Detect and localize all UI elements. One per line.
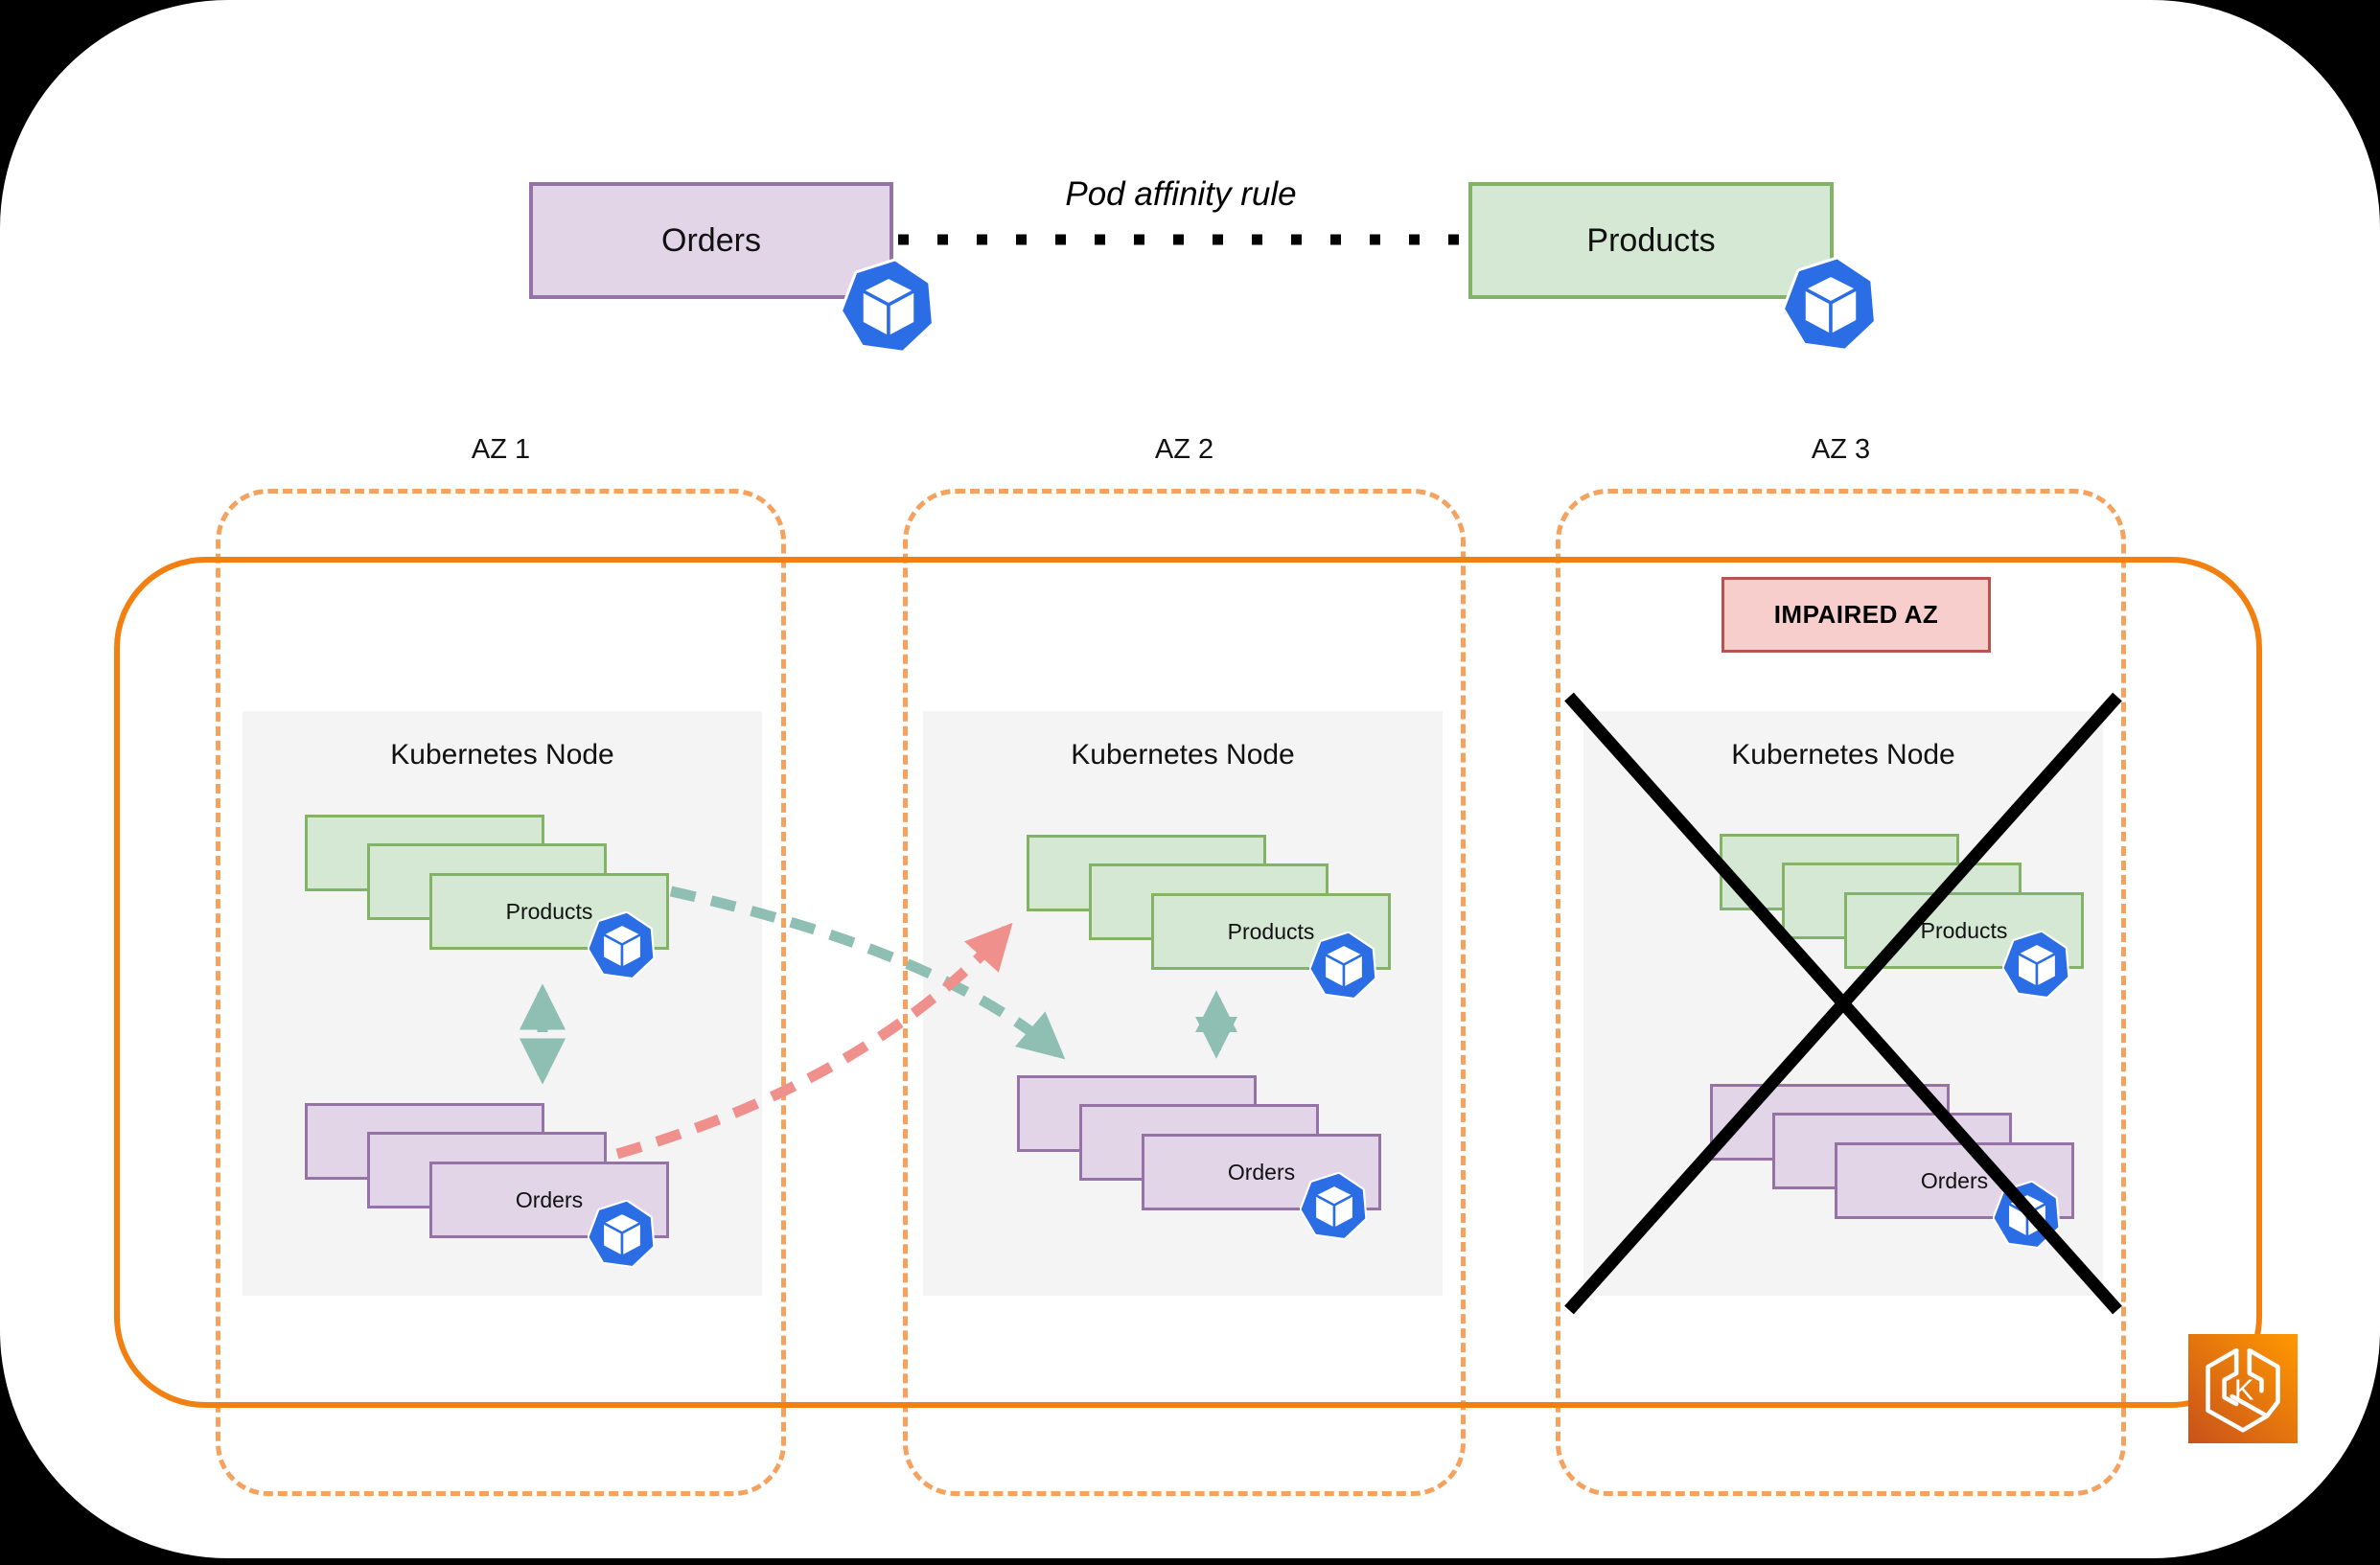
- kubernetes-pod-icon: [1309, 932, 1378, 1001]
- svg-text:K: K: [2234, 1372, 2254, 1406]
- pod-affinity-rule-label: Pod affinity rule: [1065, 174, 1297, 213]
- kubernetes-node-title-az3: Kubernetes Node: [1731, 739, 1955, 771]
- kubernetes-pod-icon: [1993, 1181, 2062, 1250]
- kubernetes-pod-icon: [841, 259, 936, 355]
- kubernetes-pod-icon: [588, 911, 657, 980]
- eks-cluster-boundary: [114, 557, 2262, 1408]
- kubernetes-pod-icon: [1300, 1172, 1369, 1241]
- kubernetes-node-title-az1: Kubernetes Node: [390, 739, 614, 771]
- orders-deployment-box: Orders: [529, 182, 893, 299]
- kubernetes-pod-icon: [1783, 257, 1879, 353]
- az-3-boundary: [1556, 489, 2126, 1496]
- kubernetes-node-title-az2: Kubernetes Node: [1071, 739, 1295, 771]
- kubernetes-pod-icon: [588, 1200, 657, 1269]
- orders-deployment-label: Orders: [661, 221, 761, 259]
- kubernetes-pod-icon: [2002, 931, 2071, 1000]
- impaired-az-badge: IMPAIRED AZ: [1721, 577, 1991, 653]
- az-1-label: AZ 1: [471, 433, 531, 465]
- az-3-label: AZ 3: [1811, 433, 1871, 465]
- az-2-label: AZ 2: [1154, 433, 1214, 465]
- pod-replica-box: Products: [1151, 893, 1391, 970]
- products-deployment-box: Products: [1468, 182, 1834, 299]
- amazon-eks-icon: K: [2188, 1334, 2298, 1443]
- products-deployment-label: Products: [1586, 221, 1716, 259]
